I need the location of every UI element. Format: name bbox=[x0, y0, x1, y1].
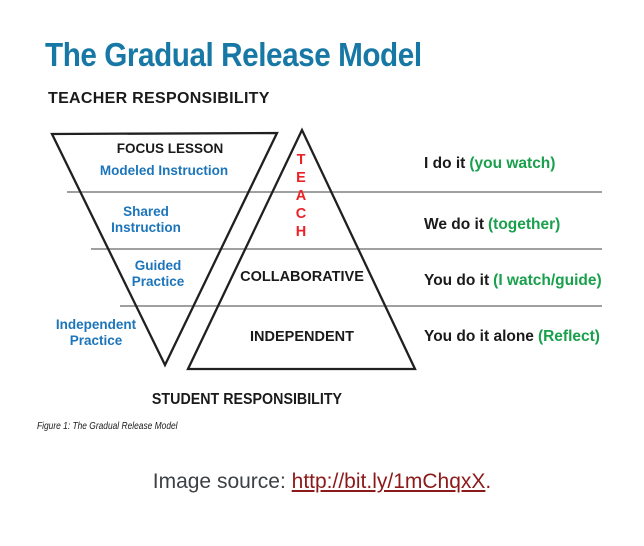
responsibility-row: You do it alone(Reflect) bbox=[424, 328, 600, 346]
teacher-triangle-outline bbox=[50, 131, 279, 368]
teach-letter: C bbox=[295, 206, 307, 222]
responsibility-row: You do it(I watch/guide) bbox=[424, 272, 602, 290]
responsibility-row: I do it(you watch) bbox=[424, 155, 555, 173]
responsibility-row: We do it(together) bbox=[424, 216, 560, 234]
phrase-black: You do it alone bbox=[424, 328, 534, 345]
teach-letter: A bbox=[295, 188, 307, 204]
teacher-responsibility-label: TEACHER RESPONSIBILITY bbox=[48, 90, 270, 107]
image-source-prefix: Image source: bbox=[152, 470, 292, 493]
teach-letter: E bbox=[296, 170, 306, 186]
phrase-green: (together) bbox=[488, 216, 561, 233]
phrase-black: You do it bbox=[424, 272, 490, 289]
independent-label: INDEPENDENT bbox=[250, 329, 354, 345]
image-source-period: . bbox=[485, 470, 492, 493]
modeled-instruction-label: Modeled Instruction bbox=[99, 163, 229, 178]
phrase-green: (you watch) bbox=[469, 155, 556, 172]
phrase-green: (Reflect) bbox=[537, 328, 600, 345]
page-title: The Gradual Release Model bbox=[45, 36, 422, 73]
phrase-green: (I watch/guide) bbox=[493, 272, 602, 289]
phrase-black: We do it bbox=[424, 216, 484, 233]
student-triangle-outline bbox=[186, 127, 417, 371]
figure-caption: Figure 1: The Gradual Release Model bbox=[37, 420, 178, 432]
teach-letter: T bbox=[296, 152, 306, 168]
shared-instruction-label: Shared Instruction bbox=[111, 204, 181, 235]
focus-lesson-label: FOCUS LESSON bbox=[116, 141, 224, 156]
guided-practice-label: Guided Practice bbox=[131, 258, 185, 289]
image-source-link[interactable]: http://bit.ly/1mChqxX bbox=[291, 470, 486, 493]
image-source-line: Image source: http://bit.ly/1mChqxX. bbox=[153, 470, 492, 494]
student-responsibility-label: STUDENT RESPONSIBILITY bbox=[151, 391, 343, 408]
independent-practice-label: Independent Practice bbox=[55, 317, 137, 348]
teach-vertical-label: T E A C H bbox=[296, 151, 306, 241]
collaborative-label: COLLABORATIVE bbox=[240, 269, 364, 285]
teach-letter: H bbox=[295, 224, 307, 240]
phrase-black: I do it bbox=[424, 155, 466, 172]
